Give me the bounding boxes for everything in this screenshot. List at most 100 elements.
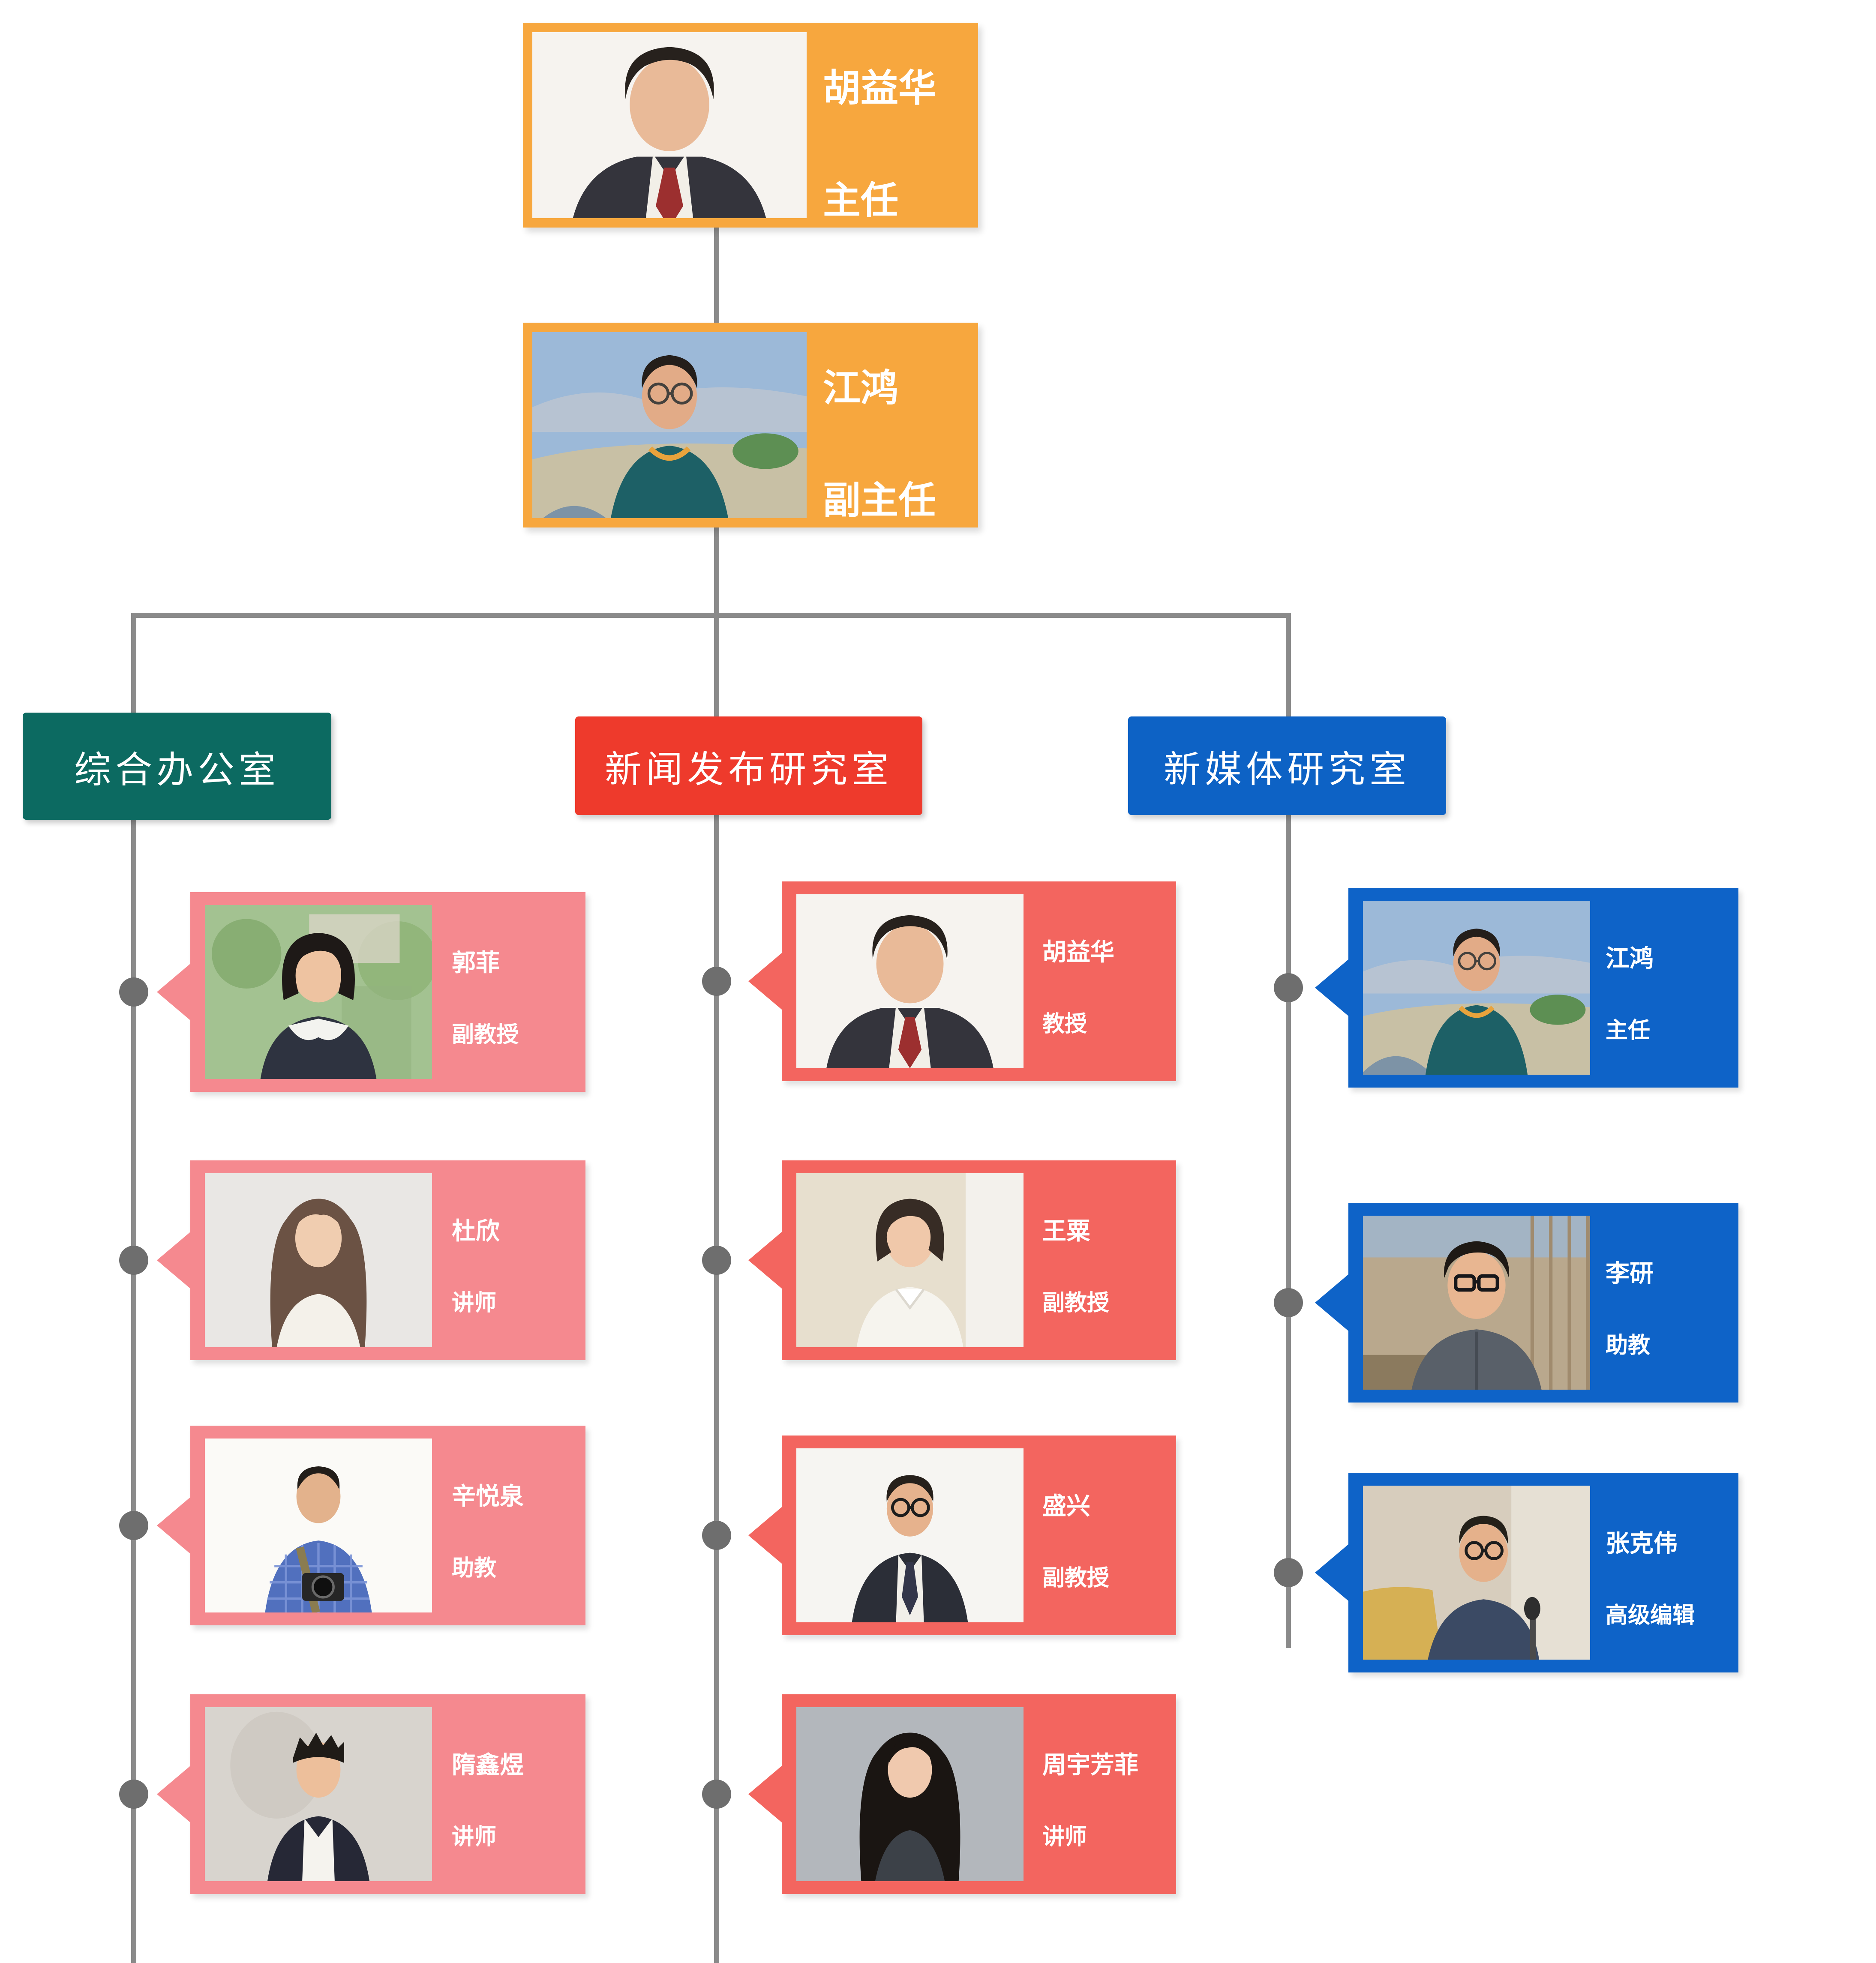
member-node-jianghong-director[interactable]: 江鸿 主任 — [1315, 888, 1738, 1088]
connector-deputy-to-split — [714, 527, 719, 613]
member-node-zhouyufangfei[interactable]: 周宇芳菲 讲师 — [748, 1694, 1176, 1894]
member-title: 主任 — [1606, 1018, 1651, 1043]
card-arrow-left — [157, 1497, 190, 1554]
connector-drop-dept-2 — [714, 618, 719, 716]
card-arrow-left — [157, 964, 190, 1020]
connector-drop-dept-3 — [1286, 618, 1291, 716]
card-arrow-left — [1315, 959, 1348, 1016]
member-meta: 郭菲 副教授 — [452, 892, 578, 1092]
member-photo — [205, 1173, 432, 1347]
connector-root-to-deputy — [714, 228, 719, 323]
member-name: 张克伟 — [1606, 1529, 1678, 1557]
leader-name: 江鸿 — [823, 366, 899, 409]
dept-header-new-media[interactable]: 新媒体研究室 — [1128, 716, 1446, 815]
member-meta: 盛兴 副教授 — [1042, 1436, 1168, 1635]
card-arrow-left — [157, 1766, 190, 1822]
member-node-wangsu[interactable]: 王粟 副教授 — [748, 1160, 1176, 1360]
node-dot — [702, 1521, 731, 1550]
member-photo — [1363, 901, 1590, 1075]
member-photo — [796, 1173, 1024, 1347]
member-name: 胡益华 — [1042, 938, 1114, 965]
member-name: 辛悦泉 — [452, 1482, 524, 1510]
leader-node-deputy-director[interactable]: 江鸿 副主任 — [523, 323, 978, 527]
member-node-guofei[interactable]: 郭菲 副教授 — [157, 892, 585, 1092]
member-name: 隋鑫煜 — [452, 1751, 524, 1778]
member-node-huyihua-prof[interactable]: 胡益华 教授 — [748, 881, 1176, 1081]
spine-dept-2 — [714, 815, 719, 1963]
member-node-suixinyu[interactable]: 隋鑫煜 讲师 — [157, 1694, 585, 1894]
member-meta: 杜欣 讲师 — [452, 1160, 578, 1360]
member-name: 李研 — [1606, 1259, 1654, 1287]
member-meta: 王粟 副教授 — [1042, 1160, 1168, 1360]
member-name: 周宇芳菲 — [1042, 1751, 1138, 1778]
member-title: 副教授 — [1042, 1291, 1110, 1316]
card-arrow-left — [157, 1232, 190, 1289]
member-meta: 李研 助教 — [1606, 1203, 1731, 1403]
dept-header-news-release[interactable]: 新闻发布研究室 — [575, 716, 922, 815]
member-name: 盛兴 — [1042, 1492, 1090, 1519]
member-photo — [796, 894, 1024, 1068]
node-dot — [119, 1511, 148, 1540]
dept-label: 综合办公室 — [74, 749, 280, 791]
member-photo — [205, 1439, 432, 1612]
member-node-liyan[interactable]: 李研 助教 — [1315, 1203, 1738, 1403]
node-dot — [119, 1246, 148, 1275]
member-title: 讲师 — [452, 1825, 497, 1850]
member-name: 王粟 — [1042, 1217, 1090, 1244]
member-name: 郭菲 — [452, 949, 500, 976]
leader-title: 主任 — [823, 179, 899, 222]
card-arrow-left — [1315, 1544, 1348, 1601]
member-title: 副教授 — [452, 1022, 519, 1048]
card-arrow-left — [748, 1232, 782, 1289]
leader-title: 副主任 — [823, 479, 936, 521]
member-node-xinyuequan[interactable]: 辛悦泉 助教 — [157, 1426, 585, 1625]
member-title: 助教 — [1606, 1333, 1651, 1358]
spine-dept-1 — [131, 820, 136, 1963]
member-title: 副教授 — [1042, 1566, 1110, 1591]
dept-label: 新媒体研究室 — [1164, 749, 1411, 790]
member-node-duxin[interactable]: 杜欣 讲师 — [157, 1160, 585, 1360]
member-meta: 江鸿 主任 — [1606, 888, 1731, 1088]
member-title: 讲师 — [1042, 1825, 1087, 1850]
member-meta: 辛悦泉 助教 — [452, 1426, 578, 1625]
member-photo — [796, 1448, 1024, 1622]
member-photo — [205, 1707, 432, 1881]
member-node-zhangkewei[interactable]: 张克伟 高级编辑 — [1315, 1473, 1738, 1672]
member-title: 教授 — [1042, 1012, 1087, 1037]
member-meta: 张克伟 高级编辑 — [1606, 1473, 1731, 1672]
dept-header-general-office[interactable]: 综合办公室 — [23, 713, 331, 820]
member-photo — [205, 905, 432, 1079]
card-arrow-left — [748, 953, 782, 1010]
node-dot — [702, 967, 731, 996]
member-name: 杜欣 — [452, 1217, 500, 1244]
member-meta: 胡益华 教授 — [1042, 881, 1168, 1081]
node-dot — [1274, 973, 1303, 1002]
card-arrow-left — [1315, 1274, 1348, 1331]
node-dot — [1274, 1288, 1303, 1317]
card-arrow-left — [748, 1766, 782, 1822]
member-meta: 周宇芳菲 讲师 — [1042, 1694, 1168, 1894]
member-node-shengxing[interactable]: 盛兴 副教授 — [748, 1436, 1176, 1635]
leader-node-director[interactable]: 胡益华 主任 — [523, 23, 978, 228]
leader-name: 胡益华 — [823, 66, 936, 109]
connector-branch-horizontal — [131, 613, 1291, 618]
node-dot — [119, 977, 148, 1007]
dept-label: 新闻发布研究室 — [605, 749, 893, 790]
member-title: 讲师 — [452, 1291, 497, 1316]
member-meta: 隋鑫煜 讲师 — [452, 1694, 578, 1894]
connector-drop-dept-1 — [131, 618, 136, 713]
member-photo — [1363, 1486, 1590, 1660]
node-dot — [702, 1246, 731, 1275]
node-dot — [1274, 1558, 1303, 1587]
leader-photo-deputy — [532, 332, 807, 518]
spine-dept-3 — [1286, 815, 1291, 1648]
member-photo — [796, 1707, 1024, 1881]
member-name: 江鸿 — [1606, 944, 1654, 972]
node-dot — [119, 1780, 148, 1809]
member-title: 助教 — [452, 1556, 497, 1581]
leader-photo-director — [532, 32, 807, 218]
leader-meta: 江鸿 副主任 — [823, 323, 968, 527]
member-photo — [1363, 1216, 1590, 1390]
node-dot — [702, 1780, 731, 1809]
